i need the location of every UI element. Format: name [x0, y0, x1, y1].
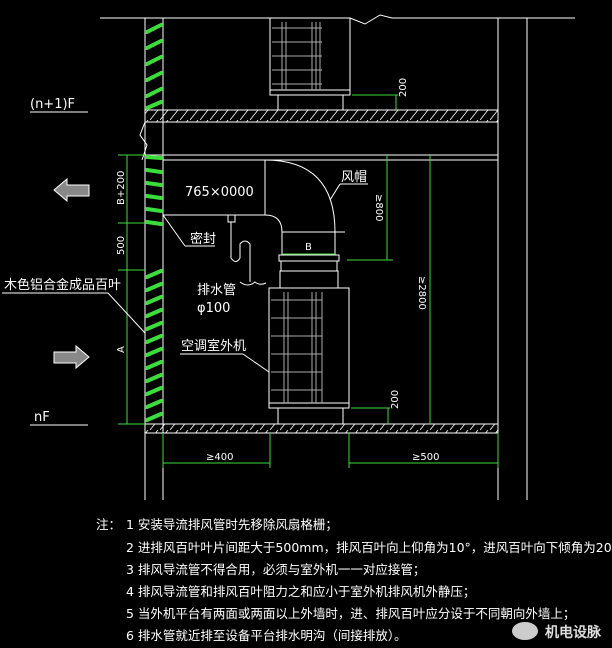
wind-cap-label: 风帽 [341, 169, 367, 185]
dim-b-label: B [305, 242, 312, 253]
floor-upper-label: (n+1)F [30, 97, 75, 112]
lower-slab [144, 423, 499, 434]
exhaust-arrow-icon [53, 177, 90, 203]
louver-label: 木色铝合金成品百叶 [4, 277, 121, 293]
note-4: 4 排风导流管和排风百叶阻力之和应小于室外机排风机外静压； [126, 584, 476, 599]
drain-label: 排水管 [197, 283, 236, 298]
top-line [100, 14, 575, 25]
note-6: 6 排水管就近排至设备平台排水明沟（间接排放）。 [126, 628, 407, 643]
note-3: 3 排风导流管不得合用，必须与室外机一一对应接管； [126, 562, 426, 577]
upper-outdoor-unit [269, 17, 351, 110]
drain-size-label: φ100 [197, 301, 230, 316]
dim-a-label: A [116, 346, 127, 353]
dimension-lines [118, 94, 499, 468]
floor-lower-label: nF [34, 410, 50, 425]
dim-400-label: ≥400 [206, 452, 233, 463]
unit-label: 空调室外机 [181, 338, 246, 354]
wechat-icon [512, 622, 538, 640]
duct-size-label: 765×0000 [185, 185, 254, 200]
leader-lines [2, 111, 368, 426]
note-2: 2 进排风百叶叶片间距大于500mm，排风百叶向上仰角为10°，进风百叶向下倾角… [126, 540, 612, 555]
dim-500-label: 500 [116, 236, 127, 255]
dim-200-upper-label: 200 [398, 78, 409, 97]
intake-arrow-icon [53, 344, 90, 370]
louvers [145, 23, 163, 422]
dim-b200-label: B+200 [116, 171, 127, 205]
note-1: 1 安装导流排风管时先移除风扇格栅； [126, 517, 338, 532]
outdoor-unit [268, 287, 350, 424]
notes-prefix: 注： [96, 517, 122, 532]
watermark: 机电设脉 [545, 625, 601, 641]
dim-200-lower-label: 200 [390, 390, 401, 409]
seal-label: 密封 [190, 231, 216, 247]
note-5: 5 当外机平台有两面或两面以上外墙时，进、排风百叶应分设于不同朝向外墙上； [126, 606, 576, 621]
dim-800-label: ≥800 [373, 194, 384, 221]
dim-500-bottom-label: ≥500 [412, 452, 439, 463]
dim-2800-label: ≥2800 [416, 276, 427, 310]
exhaust-duct [163, 159, 345, 289]
upper-slab [144, 109, 499, 123]
break-line [139, 121, 148, 161]
drain-pipe [227, 214, 267, 286]
